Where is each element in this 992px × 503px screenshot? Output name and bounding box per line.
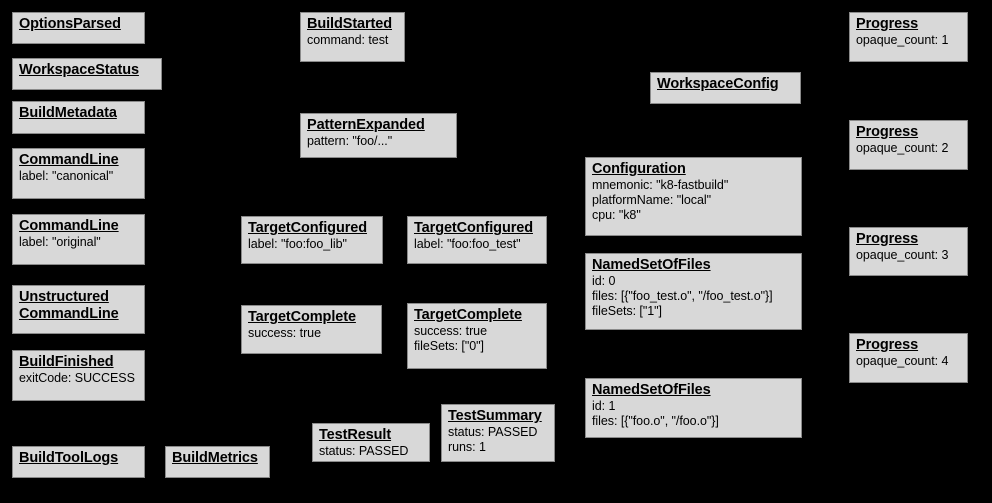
event-node-options-parsed[interactable]: OptionsParsed — [12, 12, 145, 44]
event-node-title: NamedSetOfFiles — [592, 257, 711, 273]
event-node-build-tool-logs[interactable]: BuildToolLogs — [12, 446, 145, 478]
event-node-field: label: "foo:foo_lib" — [248, 237, 347, 251]
event-node-fields: pattern: "foo/..." — [307, 134, 450, 149]
event-node-field: status: PASSED — [319, 444, 409, 458]
event-node-field: success: true — [248, 326, 321, 340]
event-node-field: exitCode: SUCCESS — [19, 371, 135, 385]
event-node-title: Progress — [856, 16, 919, 32]
event-node-title: PatternExpanded — [307, 117, 425, 133]
event-node-title: Configuration — [592, 161, 686, 177]
event-node-title: TestResult — [319, 427, 392, 443]
event-node-fields: label: "foo:foo_lib" — [248, 237, 376, 252]
event-node-title: TargetComplete — [414, 307, 522, 323]
event-node-workspace-config[interactable]: WorkspaceConfig — [650, 72, 801, 104]
event-node-fields: label: "foo:foo_test" — [414, 237, 540, 252]
event-node-field: fileSets: ["0"] — [414, 339, 484, 353]
event-node-field: opaque_count: 4 — [856, 354, 949, 368]
event-node-title: TestSummary — [448, 408, 542, 424]
event-node-field: label: "foo:foo_test" — [414, 237, 521, 251]
event-node-title: CommandLine — [19, 218, 119, 234]
event-node-fields: success: true — [248, 326, 375, 341]
event-node-title: BuildStarted — [307, 16, 393, 32]
event-node-title: BuildFinished — [19, 354, 114, 370]
event-node-fields: command: test — [307, 33, 398, 48]
event-node-field: opaque_count: 1 — [856, 33, 949, 47]
event-node-fields: status: PASSED — [319, 444, 423, 459]
event-node-title: BuildMetadata — [19, 105, 117, 121]
event-node-title: OptionsParsed — [19, 16, 121, 32]
event-node-fields: opaque_count: 3 — [856, 248, 961, 263]
event-node-title: TargetConfigured — [414, 220, 533, 236]
event-node-field: platformName: "local" — [592, 193, 711, 207]
event-node-field: mnemonic: "k8-fastbuild" — [592, 178, 729, 192]
event-node-field: cpu: "k8" — [592, 208, 641, 222]
event-node-field: fileSets: ["1"] — [592, 304, 662, 318]
event-node-field: files: [{"foo_test.o", "/foo_test.o"}] — [592, 289, 773, 303]
event-node-field: id: 0 — [592, 274, 616, 288]
event-node-title: BuildMetrics — [172, 450, 258, 466]
event-node-unstructured-command-line[interactable]: Unstructured CommandLine — [12, 285, 145, 334]
event-node-title: CommandLine — [19, 152, 119, 168]
event-node-field: command: test — [307, 33, 389, 47]
event-node-field: success: true — [414, 324, 487, 338]
event-node-field: label: "canonical" — [19, 169, 114, 183]
event-node-fields: mnemonic: "k8-fastbuild"platformName: "l… — [592, 178, 795, 223]
event-node-title: Progress — [856, 231, 919, 247]
event-node-field: opaque_count: 2 — [856, 141, 949, 155]
event-node-build-metrics[interactable]: BuildMetrics — [165, 446, 270, 478]
event-node-title: WorkspaceStatus — [19, 62, 139, 78]
event-node-title: Progress — [856, 337, 919, 353]
event-node-fields: opaque_count: 2 — [856, 141, 961, 156]
event-node-fields: label: "canonical" — [19, 169, 138, 184]
event-node-build-metadata[interactable]: BuildMetadata — [12, 101, 145, 134]
event-node-field: opaque_count: 3 — [856, 248, 949, 262]
event-node-title: Unstructured CommandLine — [19, 289, 119, 322]
event-node-title: NamedSetOfFiles — [592, 382, 711, 398]
event-node-field: id: 1 — [592, 399, 616, 413]
event-node-fields: opaque_count: 1 — [856, 33, 961, 48]
event-node-field: runs: 1 — [448, 440, 486, 454]
event-node-fields: label: "original" — [19, 235, 138, 250]
event-node-title: Progress — [856, 124, 919, 140]
event-node-title: WorkspaceConfig — [657, 76, 779, 92]
event-node-title: TargetConfigured — [248, 220, 367, 236]
event-node-field: status: PASSED — [448, 425, 538, 439]
event-node-field: label: "original" — [19, 235, 101, 249]
event-node-title: TargetComplete — [248, 309, 356, 325]
event-node-field: files: [{"foo.o", "/foo.o"}] — [592, 414, 719, 428]
event-node-field: pattern: "foo/..." — [307, 134, 393, 148]
event-node-fields: exitCode: SUCCESS — [19, 371, 138, 386]
event-node-title: BuildToolLogs — [19, 450, 119, 466]
event-node-fields: opaque_count: 4 — [856, 354, 961, 369]
event-node-workspace-status[interactable]: WorkspaceStatus — [12, 58, 162, 90]
